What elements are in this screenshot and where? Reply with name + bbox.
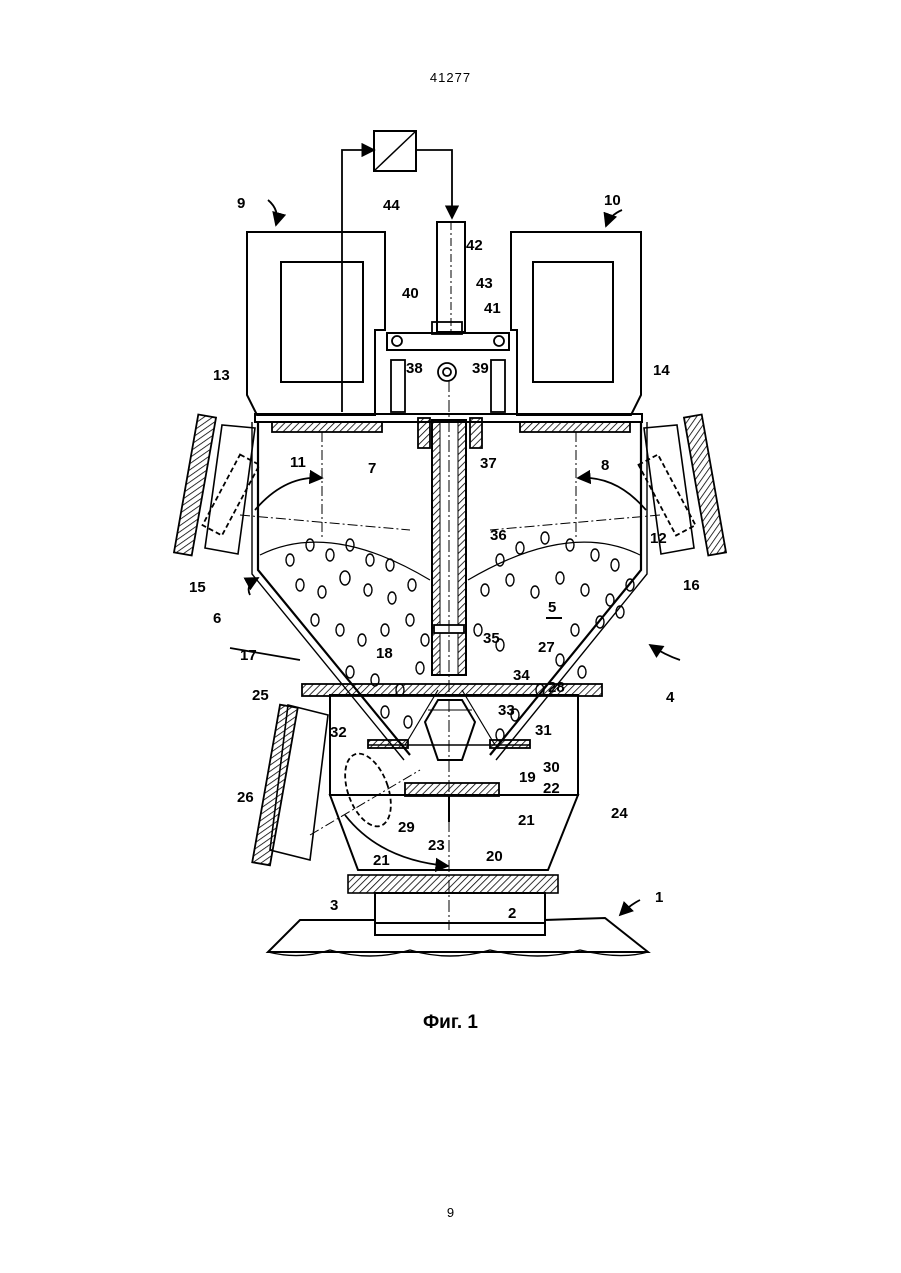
label-34: 34 — [513, 667, 530, 684]
label-39: 39 — [472, 360, 489, 377]
label-29: 29 — [398, 819, 415, 836]
label-17: 17 — [240, 647, 257, 664]
label-23: 23 — [428, 837, 445, 854]
page-number: 9 — [0, 1205, 901, 1220]
label-15: 15 — [189, 579, 206, 596]
label-1: 1 — [655, 889, 663, 906]
label-22: 22 — [543, 780, 560, 797]
label-14: 14 — [653, 362, 670, 379]
label-4: 4 — [666, 689, 675, 706]
label-24: 24 — [611, 805, 628, 822]
label-18: 18 — [376, 645, 393, 662]
label-5: 5 — [548, 599, 556, 616]
label-9: 9 — [237, 195, 245, 212]
label-10: 10 — [604, 192, 621, 209]
label-28: 28 — [548, 679, 565, 696]
label-37: 37 — [480, 455, 497, 472]
label-11: 11 — [290, 454, 306, 471]
figure-caption: Фиг. 1 — [0, 1012, 901, 1034]
label-44: 44 — [383, 197, 400, 214]
label-26: 26 — [237, 789, 254, 806]
label-36: 36 — [490, 527, 507, 544]
label-31: 31 — [535, 722, 552, 739]
label-8: 8 — [601, 457, 609, 474]
label-12: 12 — [650, 530, 667, 547]
label-27: 27 — [538, 639, 555, 656]
label-21a: 21 — [518, 812, 535, 829]
label-30: 30 — [543, 759, 560, 776]
label-42: 42 — [466, 237, 483, 254]
label-41: 41 — [484, 300, 501, 317]
label-6: 6 — [213, 610, 221, 627]
label-32: 32 — [330, 724, 347, 741]
label-21b: 21 — [373, 852, 390, 869]
label-7: 7 — [368, 460, 376, 477]
label-33: 33 — [498, 702, 515, 719]
label-16: 16 — [683, 577, 700, 594]
label-3: 3 — [330, 897, 338, 914]
label-35: 35 — [483, 630, 500, 647]
hopper-left — [247, 232, 385, 415]
label-19: 19 — [519, 769, 536, 786]
valve-cone — [425, 700, 475, 760]
label-40: 40 — [402, 285, 419, 302]
label-13: 13 — [213, 367, 230, 384]
label-25: 25 — [252, 687, 269, 704]
label-38: 38 — [406, 360, 423, 377]
hopper-right — [511, 232, 641, 415]
label-20: 20 — [486, 848, 503, 865]
label-2: 2 — [508, 905, 516, 922]
label-43: 43 — [476, 275, 493, 292]
